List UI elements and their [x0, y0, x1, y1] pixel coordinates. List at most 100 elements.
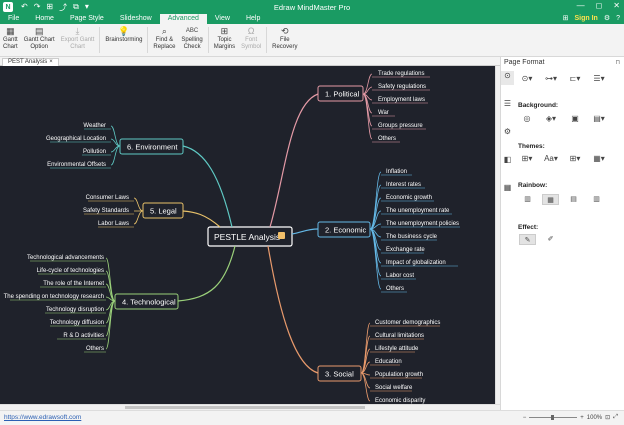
- zoom-out-icon[interactable]: −: [522, 414, 527, 421]
- website-link[interactable]: https://www.edrawsoft.com: [4, 414, 82, 421]
- social-subtopic[interactable]: Lifestyle attitude: [375, 346, 419, 352]
- technological-subtopic[interactable]: Technology diffusion: [50, 320, 104, 326]
- legal-subtopic[interactable]: Labor Laws: [98, 221, 129, 227]
- environment-subtopic[interactable]: Geographical Location: [46, 136, 106, 142]
- brainstorming-button[interactable]: 💡Brainstorming: [105, 26, 143, 43]
- hand-drawn-effect-button[interactable]: ✎: [519, 234, 536, 245]
- attachment-tab-icon[interactable]: ▦: [503, 183, 512, 192]
- theme-font-dropdown[interactable]: Aa▾: [544, 154, 558, 163]
- political-subtopic[interactable]: Safety regulations: [378, 84, 426, 90]
- topic-margins-button[interactable]: ⊞Topic Margins: [213, 26, 236, 50]
- environment-subtopic[interactable]: Environmental Offsets: [47, 162, 106, 168]
- horizontal-scrollbar[interactable]: [0, 404, 500, 410]
- pin-icon[interactable]: ⊓: [615, 60, 620, 66]
- tab-home[interactable]: Home: [35, 15, 54, 22]
- zoom-in-icon[interactable]: +: [580, 414, 584, 421]
- legal-topic[interactable]: 5. Legal: [142, 202, 184, 219]
- economic-subtopic[interactable]: Others: [386, 286, 404, 292]
- political-subtopic[interactable]: Others: [378, 136, 396, 142]
- theme-dropdown[interactable]: ⊞▾: [521, 154, 533, 163]
- political-topic[interactable]: 1. Political: [317, 85, 364, 102]
- zoom-slider[interactable]: [529, 415, 578, 420]
- fullscreen-icon[interactable]: ⤢: [613, 414, 618, 420]
- political-subtopic[interactable]: Employment laws: [378, 97, 425, 103]
- layout-dropdown[interactable]: ⊙▾: [521, 74, 533, 83]
- social-subtopic[interactable]: Population growth: [375, 372, 423, 378]
- gantt-chart-option-button[interactable]: ▤Gantt Chart Option: [23, 26, 55, 50]
- fit-page-icon[interactable]: ⊡: [605, 415, 611, 421]
- social-subtopic[interactable]: Social welfare: [375, 385, 413, 391]
- technological-subtopic[interactable]: R & D activities: [63, 333, 104, 339]
- document-tab[interactable]: PEST Analysis ×: [2, 58, 59, 66]
- mindmap-canvas[interactable]: PESTLE Analysis 1. Political Trade regul…: [0, 66, 495, 404]
- theme-color-dropdown[interactable]: ▦▾: [593, 154, 605, 163]
- watermark-dropdown[interactable]: ▤▾: [593, 114, 605, 123]
- new-icon[interactable]: ⊞: [46, 1, 54, 11]
- clipart-tab-icon[interactable]: ◧: [503, 155, 512, 164]
- normal-effect-button[interactable]: ✐: [547, 236, 554, 243]
- economic-subtopic[interactable]: The unemployment rate: [386, 208, 450, 214]
- environment-subtopic[interactable]: Weather: [83, 123, 106, 129]
- social-topic[interactable]: 3. Social: [317, 365, 362, 382]
- economic-subtopic[interactable]: Exchange rate: [386, 247, 425, 253]
- export-gantt-chart-button[interactable]: ⤓Export Gantt Chart: [60, 26, 95, 50]
- vertical-scrollbar[interactable]: [495, 66, 500, 404]
- social-subtopic[interactable]: Economic disparity: [375, 398, 425, 404]
- economic-subtopic[interactable]: Economic growth: [386, 195, 432, 201]
- background-image-button[interactable]: ▣: [571, 114, 579, 123]
- close-icon[interactable]: ✕: [613, 1, 620, 10]
- economic-subtopic[interactable]: The unemployment policies: [386, 221, 459, 227]
- technological-subtopic[interactable]: Technology disruption: [46, 307, 104, 313]
- minimize-icon[interactable]: —: [576, 1, 585, 10]
- environment-subtopic[interactable]: Pollution: [83, 149, 106, 155]
- customize-dropdown-icon[interactable]: ▾: [84, 1, 89, 11]
- technological-subtopic[interactable]: Others: [86, 346, 104, 352]
- social-subtopic[interactable]: Customer demographics: [375, 320, 440, 326]
- export-icon[interactable]: ⤴: [59, 2, 68, 12]
- tab-advanced[interactable]: Advanced: [159, 14, 207, 24]
- tab-file[interactable]: File: [8, 15, 20, 22]
- political-subtopic[interactable]: War: [378, 110, 389, 116]
- note-icon[interactable]: [278, 232, 285, 239]
- connector-dropdown[interactable]: ⊶▾: [544, 74, 557, 83]
- rainbow-option[interactable]: ▥: [524, 196, 531, 203]
- branch-style-dropdown[interactable]: ⊏▾: [569, 74, 581, 83]
- technological-subtopic[interactable]: Technological advancements: [27, 255, 104, 261]
- rainbow-option-selected[interactable]: ▦: [542, 194, 559, 205]
- apps-icon[interactable]: ⊞: [562, 15, 569, 22]
- economic-subtopic[interactable]: Labor cost: [386, 273, 414, 279]
- technological-topic[interactable]: 4. Technological: [114, 293, 179, 310]
- economic-subtopic[interactable]: Inflation: [386, 169, 407, 175]
- technological-subtopic[interactable]: Life-cycle of technologies: [37, 268, 104, 274]
- social-subtopic[interactable]: Cultural limitations: [375, 333, 424, 339]
- central-topic[interactable]: PESTLE Analysis: [207, 226, 293, 247]
- settings-tab-icon[interactable]: ⚙: [503, 127, 512, 136]
- economic-topic[interactable]: 2. Economic: [317, 221, 371, 238]
- numbering-dropdown[interactable]: ☰▾: [593, 74, 605, 83]
- tab-help[interactable]: Help: [245, 15, 261, 22]
- rainbow-option[interactable]: ▥: [593, 196, 600, 203]
- undo-icon[interactable]: ↶: [21, 1, 28, 11]
- political-subtopic[interactable]: Trade regulations: [378, 71, 424, 77]
- legal-subtopic[interactable]: Consumer Laws: [86, 195, 129, 201]
- technological-subtopic[interactable]: The spending on technology research: [4, 294, 104, 300]
- theme-layout-dropdown[interactable]: ⊞▾: [569, 154, 581, 163]
- environment-topic[interactable]: 6. Environment: [119, 138, 184, 155]
- background-color-dropdown[interactable]: ◈▾: [545, 114, 557, 123]
- close-tab-icon[interactable]: ×: [49, 59, 53, 65]
- redo-icon[interactable]: ↷: [33, 1, 41, 11]
- legal-subtopic[interactable]: Safety Standards: [83, 208, 129, 214]
- sign-in-button[interactable]: Sign In: [574, 15, 598, 22]
- economic-subtopic[interactable]: The business cycle: [386, 234, 438, 240]
- background-none-button[interactable]: ◎: [523, 114, 531, 123]
- economic-subtopic[interactable]: Interest rates: [386, 182, 421, 188]
- economic-subtopic[interactable]: Impact of globalization: [386, 260, 446, 266]
- social-subtopic[interactable]: Education: [375, 359, 402, 365]
- settings-icon[interactable]: ⚙: [603, 15, 611, 22]
- political-subtopic[interactable]: Groups pressure: [378, 123, 423, 129]
- find-replace-button[interactable]: ⌕Find & Replace: [153, 26, 176, 50]
- scrollbar-thumb[interactable]: [125, 406, 365, 409]
- tab-slideshow[interactable]: Slideshow: [119, 15, 152, 22]
